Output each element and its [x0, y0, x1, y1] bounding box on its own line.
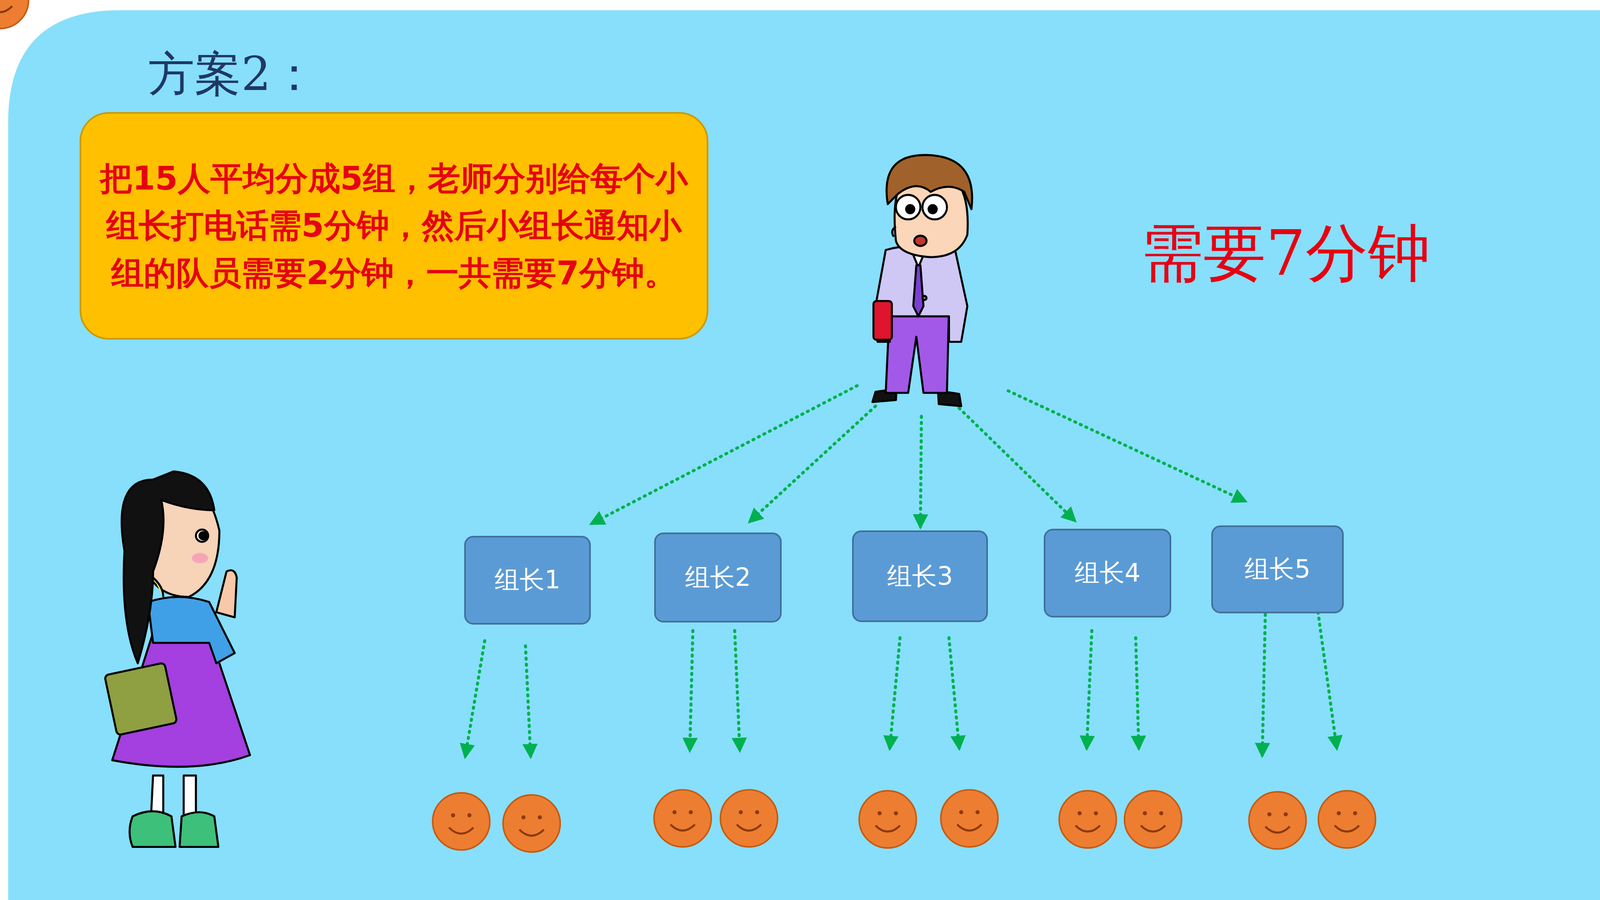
group-leader-box: 组长5 [1211, 525, 1344, 614]
panel-background [8, 10, 1600, 900]
leader-name: 组长2 [685, 560, 751, 595]
teacher-figure [872, 155, 973, 407]
teacher-arrows [591, 385, 1245, 527]
leader-name: 组长1 [494, 563, 561, 598]
result-label: 需要7分钟 [1140, 212, 1431, 297]
smiley-faces [0, 0, 29, 29]
leader-name: 组长4 [1074, 556, 1141, 590]
plan-text-box: 把15人平均分成5组，老师分别给每个小组长打电话需5分钟，然后小组长通知小组的队… [79, 112, 709, 340]
slide-title: 方案2： [147, 42, 318, 106]
group-leader-box: 组长2 [654, 532, 782, 623]
leader-arrows [465, 600, 1337, 757]
girl-figure [104, 471, 250, 847]
group-leader-box: 组长1 [464, 535, 591, 625]
leader-name: 组长3 [887, 559, 953, 594]
group-leader-box: 组长4 [1043, 528, 1172, 618]
group-leader-box: 组长3 [852, 530, 988, 623]
leader-name: 组长5 [1244, 552, 1311, 587]
plan-text: 把15人平均分成5组，老师分别给每个小组长打电话需5分钟，然后小组长通知小组的队… [96, 155, 692, 297]
smiley [0, 0, 29, 29]
